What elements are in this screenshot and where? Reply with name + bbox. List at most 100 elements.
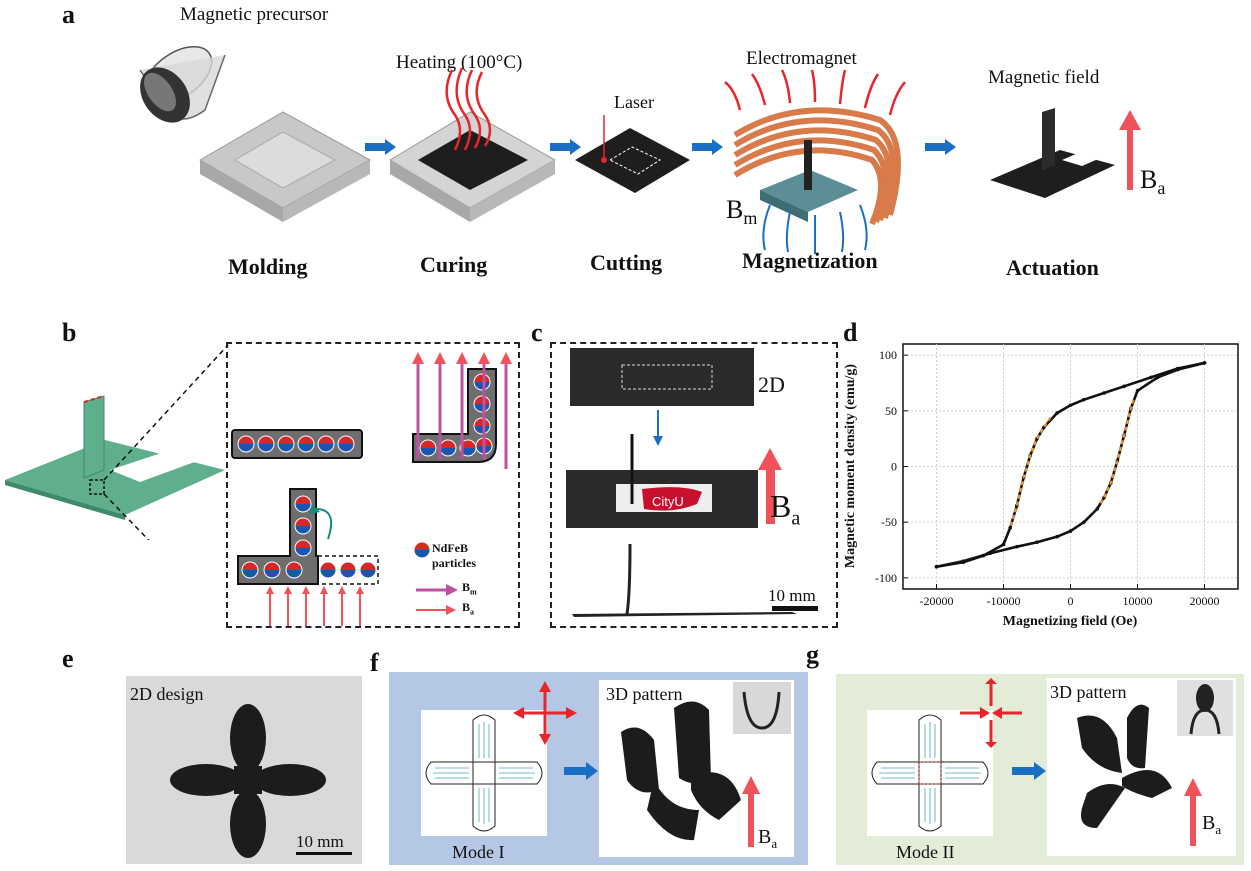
scale-bar-c [772, 606, 818, 611]
ba-field-arrows-icon [269, 592, 361, 626]
panel-g-label: g [806, 640, 819, 669]
mode2-diagram [867, 710, 993, 836]
panel-b-label: b [62, 318, 77, 347]
electromagnet-icon [724, 69, 906, 254]
data-point [1149, 375, 1153, 380]
x-axis-label: Magnetizing field (Oe) [1003, 614, 1138, 629]
step-curing: Curing [420, 252, 488, 277]
ba-label-f: Ba [758, 826, 778, 851]
mode1-pattern-caption: 3D pattern [606, 684, 683, 704]
scale-e: 10 mm [296, 832, 344, 851]
panel-c-label: c [531, 318, 543, 347]
mode1-diagram [421, 710, 547, 836]
ba-label-c: Ba [770, 488, 801, 530]
ba-arrow-c-icon [766, 466, 775, 524]
x-tick-label: -10000 [987, 594, 1021, 608]
panel-c-box [550, 342, 838, 628]
data-point [1175, 367, 1180, 372]
y-tick-label: -50 [881, 515, 897, 529]
panel-a-illustration [139, 45, 1141, 254]
x-tick-label: -20000 [920, 594, 954, 608]
cityu-logo: CityU [652, 494, 684, 509]
heating-caption: Heating (100°C) [396, 52, 523, 73]
ba-arrow-f-icon [748, 792, 754, 847]
data-point [1135, 388, 1140, 393]
data-point [1155, 375, 1160, 380]
chart-grid [903, 344, 1238, 589]
data-point [961, 559, 966, 563]
x-tick-label: 10000 [1123, 594, 1153, 608]
heat-waves-icon [445, 67, 492, 151]
panel-a-label: a [62, 0, 75, 29]
y-tick-label: 50 [885, 404, 897, 418]
electromagnet-caption: Electromagnet [746, 48, 857, 69]
converging-arrows-icon [960, 678, 1022, 748]
chart-series [934, 361, 1207, 569]
cut-sheet-icon [575, 115, 690, 193]
ba-arrow-g-icon [1190, 794, 1196, 846]
data-point [988, 551, 992, 556]
rotation-arrow-icon [310, 504, 320, 514]
panel-c-photos [566, 348, 818, 617]
panel-b-zoom-box [226, 342, 520, 628]
bm-label: Bm [726, 195, 758, 229]
mode2-3d-photo [1047, 678, 1236, 856]
laser-caption: Laser [614, 92, 654, 112]
ba-label: Ba [1140, 165, 1166, 199]
magnetic-field-caption: Magnetic field [988, 67, 1100, 88]
y-tick-label: 100 [879, 348, 897, 362]
y-axis-label: Magnetic moment density (emu/g) [843, 364, 858, 568]
magnetic-precursor-caption: Magnetic precursor [180, 4, 329, 25]
mode1-label: Mode I [452, 842, 505, 862]
process-arrow-g-icon [1012, 762, 1046, 780]
data-point [1068, 529, 1073, 533]
tag-2d: 2D [758, 372, 785, 397]
panel-e-caption: 2D design [130, 684, 204, 704]
actuated-sheet-icon [990, 108, 1115, 198]
panel-f-label: f [370, 648, 379, 677]
panel-e-label: e [62, 644, 74, 673]
x-tick-label: 20000 [1190, 594, 1220, 608]
process-arrow-icon [365, 139, 956, 155]
particle-legend-icon [413, 541, 431, 559]
data-point [1001, 542, 1006, 547]
data-point [1055, 534, 1059, 539]
beaker-icon [139, 45, 226, 123]
y-tick-label: -100 [875, 571, 897, 585]
flower-shape-icon [170, 704, 352, 858]
panel-d-label: d [843, 318, 858, 347]
down-arrow-icon [653, 436, 663, 446]
series-descending [936, 361, 1205, 569]
sheet-2d [570, 348, 754, 406]
data-point [1095, 507, 1100, 511]
particles-legend: NdFeB particles [432, 541, 476, 570]
bm-field-arrows-icon [412, 352, 512, 469]
ba-label-g: Ba [1202, 812, 1222, 837]
four-way-arrows-icon [513, 681, 577, 745]
step-magnetization: Magnetization [742, 248, 878, 273]
series-fit-right [1099, 397, 1136, 504]
mode2-label: Mode II [896, 842, 955, 862]
series-fit-left [1009, 416, 1052, 529]
bm-legend-label: Bm [462, 580, 477, 597]
curing-mold-icon [389, 111, 557, 222]
step-molding: Molding [228, 254, 308, 279]
data-point [1068, 403, 1073, 408]
ba-legend-label: Ba [462, 600, 475, 617]
data-point [1008, 525, 1012, 530]
mold-icon [199, 111, 372, 222]
data-point [1082, 397, 1086, 402]
field-lines-icon [762, 204, 868, 254]
data-point [1102, 391, 1106, 395]
panel-b-structure [5, 344, 229, 540]
data-point [1035, 540, 1039, 545]
mode2-pattern-caption: 3D pattern [1050, 682, 1127, 702]
ba-legend-icon [446, 605, 456, 615]
ba-arrow-icon [1127, 128, 1133, 190]
x-tick-label: 0 [1068, 594, 1074, 608]
mode1-3d-photo [599, 680, 794, 857]
data-point [1082, 520, 1086, 524]
step-actuation: Actuation [1006, 255, 1099, 280]
